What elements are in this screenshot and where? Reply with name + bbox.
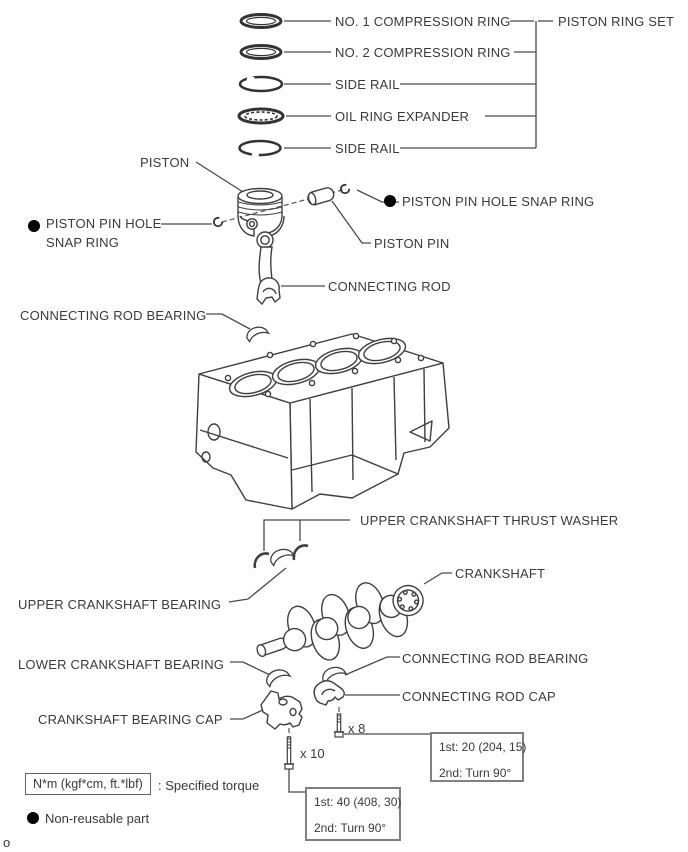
snap-ring-left-icon <box>212 216 224 228</box>
label-piston: PISTON <box>140 155 190 170</box>
label-connecting-rod: CONNECTING ROD <box>328 279 451 294</box>
label-no1-compression-ring: NO. 1 COMPRESSION RING <box>335 14 511 29</box>
label-oil-ring-expander: OIL RING EXPANDER <box>335 109 470 124</box>
connecting-rod-bearing-lower-icon <box>322 666 349 686</box>
label-upper-crankshaft-bearing: UPPER CRANKSHAFT BEARING <box>18 597 222 612</box>
cylinder-bores <box>228 337 407 398</box>
torque-main-first: 1st: 40 (408, 30) <box>314 795 402 809</box>
main-bearing-bolt-icon <box>284 736 294 770</box>
torque-box-main-bearing: 1st: 40 (408, 30) 2nd: Turn 90° <box>305 787 401 841</box>
piston-icon <box>237 187 285 237</box>
bolt-count-main: x 10 <box>300 746 325 761</box>
label-piston-pin: PISTON PIN <box>374 236 450 251</box>
label-piston-pin-hole-snap-ring-right: PISTON PIN HOLE SNAP RING <box>402 194 595 209</box>
upper-crankshaft-bearing-icon <box>270 548 297 568</box>
label-connecting-rod-bearing-lower: CONNECTING ROD BEARING <box>402 651 589 666</box>
torque-main-second: 2nd: Turn 90° <box>314 821 387 835</box>
torque-box-rod-cap: 1st: 20 (204, 15) 2nd: Turn 90° <box>430 732 527 782</box>
label-side-rail-upper: SIDE RAIL <box>335 77 400 92</box>
connecting-rod-icon <box>256 231 281 306</box>
connecting-rod-bearing-upper-icon <box>246 326 271 343</box>
rod-cap-bolt-icon <box>334 713 344 738</box>
no1-compression-ring-icon <box>239 13 283 29</box>
thrust-washer-right-icon <box>292 544 309 561</box>
label-connecting-rod-bearing-upper: CONNECTING ROD BEARING <box>20 308 207 323</box>
non-reusable-legend: Non-reusable part <box>45 811 150 826</box>
label-lower-crankshaft-bearing: LOWER CRANKSHAFT BEARING <box>18 657 225 672</box>
piston-ring-icons <box>237 13 285 158</box>
non-reusable-dot <box>28 220 40 232</box>
label-crankshaft: CRANKSHAFT <box>455 566 546 581</box>
page-corner-char: o <box>3 835 11 850</box>
torque-unit-box: N*m (kgf*cm, ft.*lbf) <box>25 773 151 795</box>
thrust-washer-left-icon <box>253 552 270 569</box>
label-connecting-rod-cap: CONNECTING ROD CAP <box>402 689 556 704</box>
head-bolt-bosses <box>224 332 425 398</box>
torque-unit-description: : Specified torque <box>158 778 260 793</box>
oil-ring-expander-icon <box>237 107 285 125</box>
label-no2-compression-ring: NO. 2 COMPRESSION RING <box>335 45 511 60</box>
piston-pin-icon <box>307 187 335 206</box>
label-upper-crankshaft-thrust-washer: UPPER CRANKSHAFT THRUST WASHER <box>360 513 619 528</box>
block-surface-details <box>199 368 433 493</box>
label-line1: PISTON PIN HOLE <box>46 216 162 231</box>
label-piston-pin-hole-snap-ring-left: PISTON PIN HOLE SNAP RING <box>46 214 161 252</box>
no2-compression-ring-icon <box>239 44 283 60</box>
label-piston-ring-set: PISTON RING SET <box>558 14 675 29</box>
lower-crankshaft-bearing-icon <box>266 669 292 688</box>
connecting-rod-cap-icon <box>313 680 345 706</box>
crankshaft-illustration <box>256 582 424 661</box>
label-crankshaft-bearing-cap: CRANKSHAFT BEARING CAP <box>38 712 223 727</box>
non-reusable-dot <box>27 812 39 824</box>
torque-rod-cap-first: 1st: 20 (204, 15) <box>439 740 527 754</box>
engine-block-illustration <box>195 332 450 510</box>
label-side-rail-lower: SIDE RAIL <box>335 141 400 156</box>
non-reusable-dot <box>384 195 396 207</box>
bolt-count-rod: x 8 <box>348 721 366 736</box>
snap-ring-right-icon <box>339 183 351 195</box>
side-rail-upper-icon <box>238 75 284 93</box>
torque-rod-cap-second: 2nd: Turn 90° <box>439 766 512 780</box>
leader-lines <box>161 20 553 793</box>
label-line2: SNAP RING <box>46 235 120 250</box>
side-rail-lower-icon <box>238 139 282 158</box>
crankshaft-bearing-cap-icon <box>260 690 303 730</box>
